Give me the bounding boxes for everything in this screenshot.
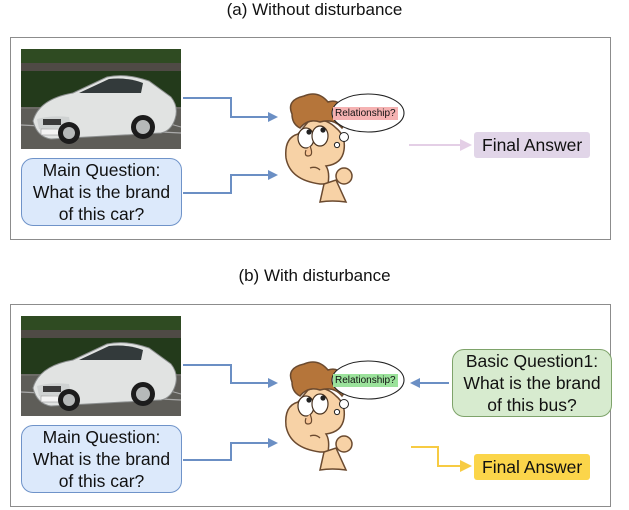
caption-a: (a) Without disturbance <box>226 0 403 19</box>
main-question-line-2: What is the brand <box>32 182 171 202</box>
main-question-box-a: Main Question: What is the brand of this… <box>21 158 182 226</box>
caption-b: (b) With disturbance <box>238 266 391 285</box>
basic-question-line-2: What is the brand <box>463 373 601 393</box>
car-photo <box>21 49 181 149</box>
bubble-text-b: Relationship? <box>333 374 398 387</box>
basic-question-box: Basic Question1: What is the brand of th… <box>452 349 612 417</box>
main-question-line-1: Main Question: <box>42 427 161 447</box>
basic-question-line-1: Basic Question1: <box>465 351 599 371</box>
main-question-line-1: Main Question: <box>42 160 161 180</box>
main-question-line-2: What is the brand <box>32 449 171 469</box>
bubble-text-a: Relationship? <box>333 107 398 120</box>
final-answer-a: Final Answer <box>474 132 591 158</box>
final-answer-b: Final Answer <box>474 454 591 480</box>
basic-question-line-3: of this bus? <box>487 395 577 415</box>
main-question-line-3: of this car? <box>58 204 145 224</box>
main-question-line-3: of this car? <box>58 471 145 491</box>
car-photo <box>21 316 181 416</box>
main-question-box-b: Main Question: What is the brand of this… <box>21 425 182 493</box>
